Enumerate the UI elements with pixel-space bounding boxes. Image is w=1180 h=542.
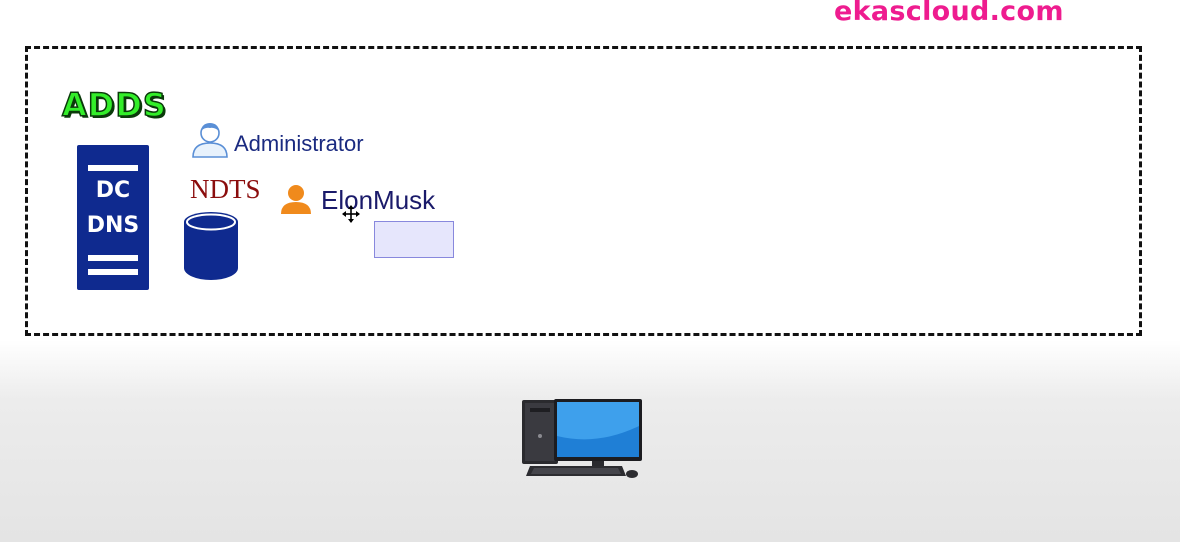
user-elonmusk[interactable]: ElonMusk	[321, 185, 436, 215]
server-label-dns: DNS	[86, 213, 140, 238]
server-slot	[88, 165, 138, 171]
server-slot	[88, 255, 138, 261]
domain-boundary	[25, 46, 1142, 336]
desktop-computer-icon	[522, 399, 642, 478]
server-icon: DC DNS	[77, 145, 149, 290]
move-cursor-icon	[342, 205, 360, 223]
database-icon	[184, 212, 238, 280]
rename-textbox[interactable]	[374, 221, 454, 258]
ndts-label: NDTS	[190, 174, 261, 204]
user-administrator[interactable]: Administrator	[234, 131, 364, 156]
site-brand: ekascloud.com	[834, 0, 1064, 27]
server-slot	[88, 269, 138, 275]
server-label-dc: DC	[95, 178, 131, 203]
adds-title: ADDS	[61, 85, 167, 125]
admin-user-icon	[192, 123, 228, 158]
elon-user-icon	[281, 185, 311, 214]
